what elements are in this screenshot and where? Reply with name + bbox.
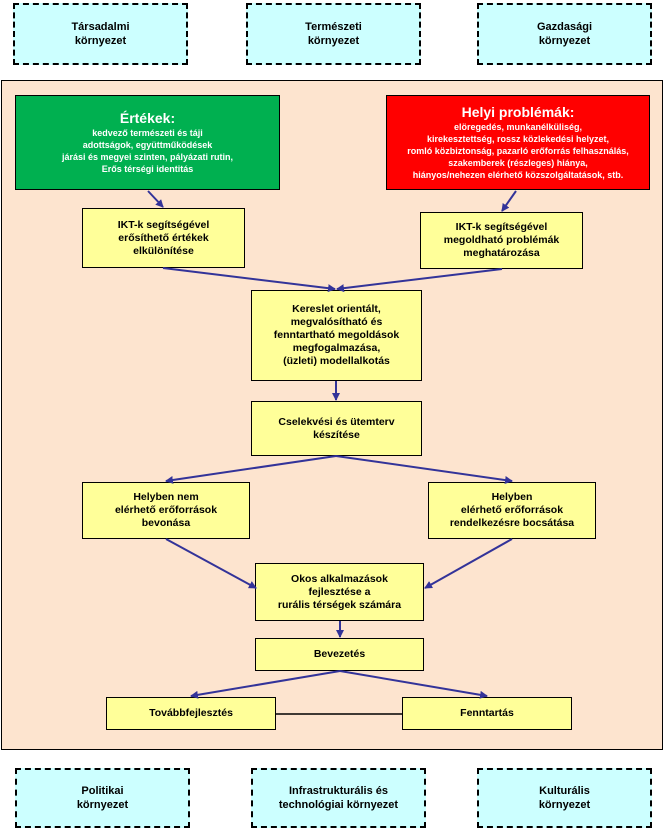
env-economic: Gazdasági környezet — [477, 3, 652, 65]
step-external-resources: Helyben nem elérhető erőforrások bevonás… — [82, 482, 250, 539]
arrow-iktproblems-to-demand — [336, 268, 503, 293]
arrow-intro-to-maintenance — [339, 670, 488, 699]
arrow-local-to-apps — [424, 538, 513, 589]
env-political: Politikai környezet — [15, 768, 190, 828]
values-box: Értékek: kedvező természeti és táji adot… — [15, 95, 280, 190]
arrow-plan-to-external — [165, 455, 337, 484]
arrow-problems-to-ikt — [501, 190, 517, 212]
arrow-values-to-ikt — [147, 190, 164, 208]
values-title: Értékek: — [119, 110, 176, 126]
values-body: kedvező természeti és táji adottságok, e… — [61, 128, 234, 174]
arrow-plan-to-local — [335, 455, 513, 484]
arrow-iktvalues-to-demand — [162, 267, 336, 293]
step-action-plan: Cselekvési és ütemterv készítése — [251, 401, 422, 456]
env-infrastructure: Infrastrukturális és technológiai környe… — [251, 768, 426, 828]
step-demand-modelling: Kereslet orientált, megvalósítható és fe… — [251, 290, 422, 381]
step-ikt-values: IKT-k segítségével erősíthető értékek el… — [82, 208, 245, 268]
problems-body: elöregedés, munkanélküliség, kirekesztet… — [407, 122, 629, 180]
step-ikt-problems: IKT-k segítségével megoldható problémák … — [420, 212, 583, 269]
env-social: Társadalmi környezet — [13, 3, 188, 65]
problems-title: Helyi problémák: — [461, 104, 575, 120]
step-smart-apps: Okos alkalmazások fejlesztése a rurális … — [255, 563, 424, 621]
env-cultural: Kulturális környezet — [477, 768, 652, 828]
env-natural: Természeti környezet — [246, 3, 421, 65]
arrow-intro-to-further — [190, 670, 341, 699]
problems-box: Helyi problémák: elöregedés, munkanélkül… — [386, 95, 650, 190]
arrow-external-to-apps — [165, 538, 257, 589]
